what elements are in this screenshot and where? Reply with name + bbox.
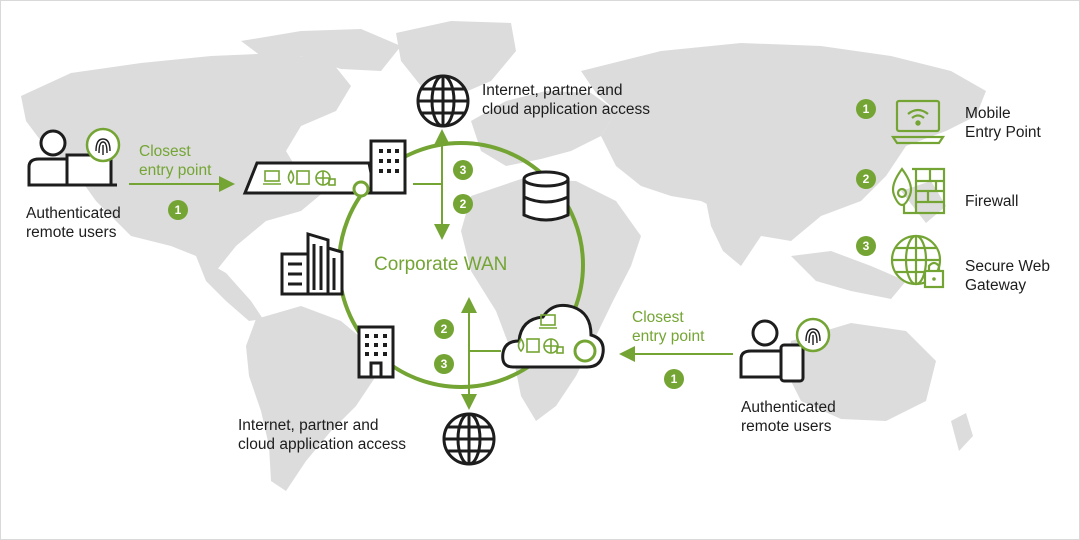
legend-badge-2: 2 xyxy=(856,169,876,189)
top-step-badge-2: 2 xyxy=(453,194,473,214)
top-step-badge-3: 3 xyxy=(453,160,473,180)
cloud-gateway-icon xyxy=(501,303,605,369)
bottom-step-badge-2: 2 xyxy=(434,319,454,339)
internet-bottom-label: Internet, partner and cloud application … xyxy=(238,417,407,453)
remote-user-laptop-icon xyxy=(27,127,121,187)
legend-label-3: Secure Web Gateway xyxy=(965,258,1051,294)
branch-office-icon xyxy=(357,325,395,379)
corporate-wan-label: Corporate WAN xyxy=(374,254,508,275)
right-users-label: Authenticated remote users xyxy=(741,399,836,435)
left-step-badge: 1 xyxy=(168,200,188,220)
bottom-step-badge-3: 3 xyxy=(434,354,454,374)
globe-icon xyxy=(416,74,470,128)
firewall-icon xyxy=(891,167,946,215)
internet-top-label: Internet, partner and cloud application … xyxy=(482,82,651,118)
right-entry-label: Closest entry point xyxy=(632,309,705,345)
legend-badge-1: 1 xyxy=(856,99,876,119)
left-entry-label: Closest entry point xyxy=(139,143,212,179)
office-buildings-icon xyxy=(280,231,344,296)
gateway-appliance-icon xyxy=(242,139,407,198)
legend-label-2: Firewall xyxy=(965,193,1019,210)
legend-badge-3: 3 xyxy=(856,236,876,256)
remote-user-phone-icon xyxy=(739,317,831,383)
left-users-label: Authenticated remote users xyxy=(26,205,121,241)
globe-icon xyxy=(442,412,496,466)
legend-label-1: Mobile Entry Point xyxy=(965,105,1041,141)
right-step-badge: 1 xyxy=(664,369,684,389)
laptop-wifi-icon xyxy=(891,99,945,145)
secure-web-gateway-icon xyxy=(890,234,945,289)
database-icon xyxy=(522,170,570,222)
